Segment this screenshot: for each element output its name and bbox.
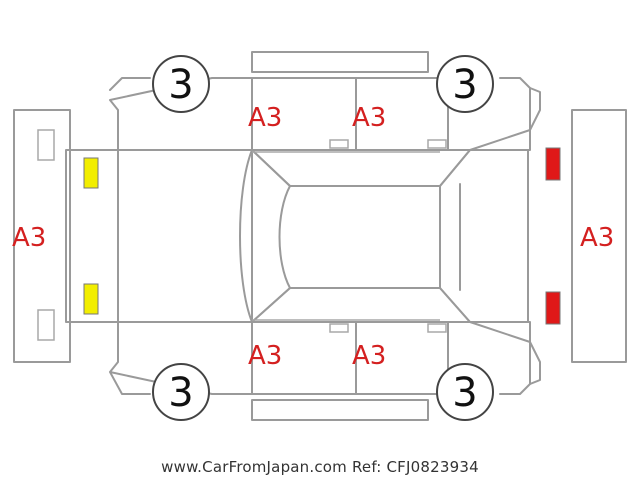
rear-light-top [545, 147, 561, 181]
tire-front-right: 3 [152, 363, 210, 421]
left-front-door-damage-code: A3 [248, 103, 282, 133]
tire-rear-left: 3 [436, 55, 494, 113]
right-rear-door-damage-code: A3 [352, 341, 386, 371]
tire-front-right-code: 3 [168, 370, 193, 416]
tire-rear-right: 3 [436, 363, 494, 421]
car-body [65, 149, 529, 323]
rear-light-bottom [545, 291, 561, 325]
tire-front-left: 3 [152, 55, 210, 113]
tire-rear-left-code: 3 [452, 62, 477, 108]
front-bumper-damage-code: A3 [12, 223, 46, 253]
right-front-door-damage-code: A3 [248, 341, 282, 371]
tire-front-left-code: 3 [168, 62, 193, 108]
front-light-bottom [83, 283, 99, 315]
watermark: www.CarFromJapan.com Ref: CFJ0823934 [161, 458, 479, 476]
front-light-top [83, 157, 99, 189]
left-rear-door-damage-code: A3 [352, 103, 386, 133]
front-bumper: A3 [12, 109, 71, 363]
rear-bumper-damage-code: A3 [580, 223, 614, 253]
rear-bumper: A3 [571, 109, 627, 363]
tire-rear-right-code: 3 [452, 370, 477, 416]
